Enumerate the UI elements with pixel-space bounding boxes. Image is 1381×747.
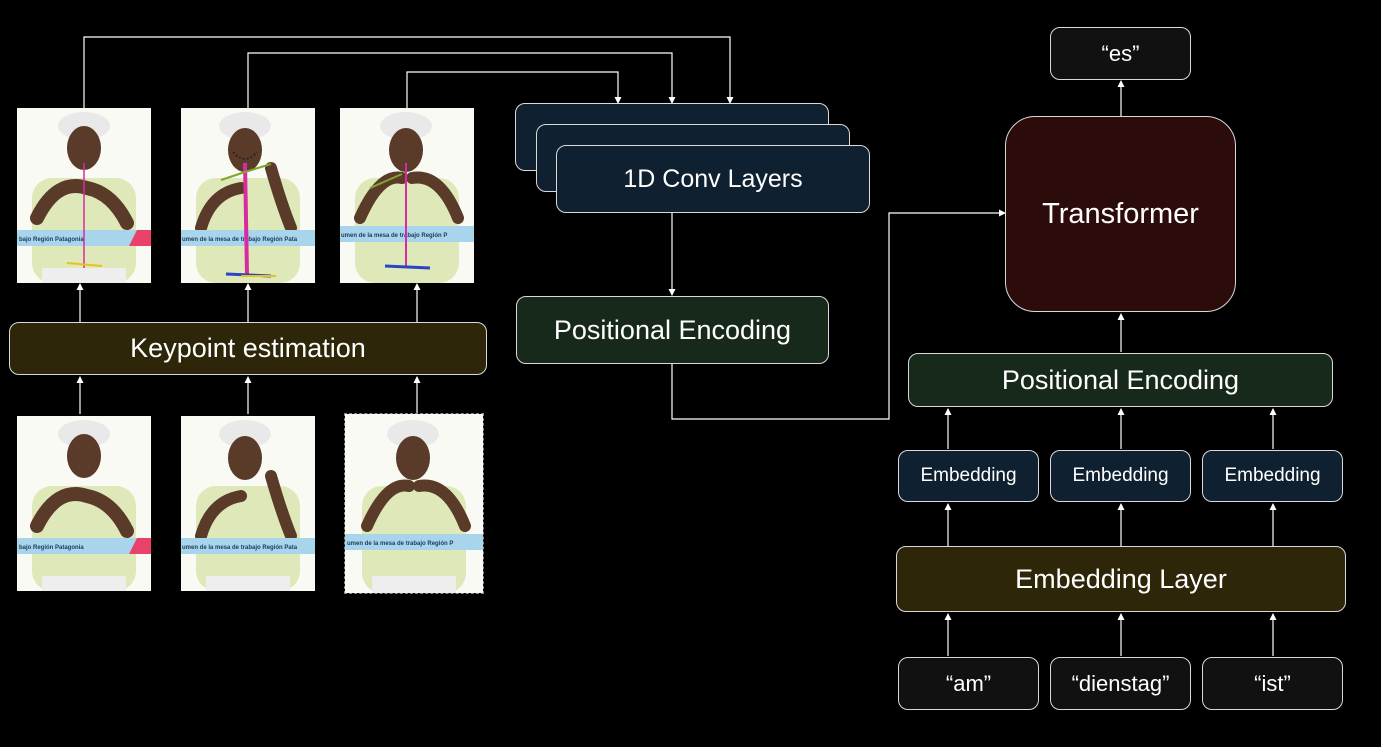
keypoint-estimation-box: Keypoint estimation [9, 322, 487, 375]
input-token-label-3: “ist” [1254, 670, 1291, 696]
embedding-box-3: Embedding [1202, 450, 1343, 502]
arrow-frame3-to-conv [406, 71, 622, 108]
embedding-box-1: Embedding [898, 450, 1039, 502]
embedding-box-2: Embedding [1050, 450, 1191, 502]
keypoint-estimation-label: Keypoint estimation [130, 333, 366, 363]
video-frame-1: bajo Región Patagonia [17, 416, 151, 591]
input-token-box-3: “ist” [1202, 657, 1343, 710]
video-frame-3: umen de la mesa de trabajo Región P [344, 413, 484, 594]
frame-2-banner: umen de la mesa de trabajo Región Pata [182, 237, 298, 243]
pose-frame-3: umen de la mesa de trabajo Región P [340, 108, 474, 283]
input-token-label-2: “dienstag” [1071, 670, 1170, 696]
embedding-layer-label: Embedding Layer [1015, 563, 1227, 594]
right-positional-encoding-label: Positional Encoding [1001, 364, 1240, 395]
raw-frame-3-banner: umen de la mesa de trabajo Región P [347, 541, 453, 547]
conv-layers-label: 1D Conv Layers [623, 164, 803, 193]
raw-frame-1-banner: bajo Región Patagonia [19, 545, 84, 551]
input-token-box-2: “dienstag” [1050, 657, 1191, 710]
arrow-frame2-to-conv [247, 52, 676, 108]
arrow-posenc-to-transformer [671, 209, 1006, 420]
arrow-frame1-to-conv [83, 36, 734, 108]
input-token-label-1: “am” [945, 670, 992, 696]
left-positional-encoding-box: Positional Encoding [516, 296, 829, 364]
embedding-layer-box: Embedding Layer [896, 546, 1346, 612]
frame-1-banner: bajo Región Patagonia [19, 237, 84, 243]
embedding-label-2: Embedding [1072, 465, 1169, 486]
transformer-label: Transformer [1042, 197, 1199, 230]
frame-3-banner: umen de la mesa de trabajo Región P [341, 233, 447, 239]
output-token-box: “es” [1050, 27, 1191, 80]
left-positional-encoding-label: Positional Encoding [553, 314, 792, 345]
output-token-label: “es” [1101, 40, 1140, 66]
pose-frame-1: bajo Región Patagonia [17, 108, 151, 283]
video-frame-2: umen de la mesa de trabajo Región Pata [181, 416, 315, 591]
conv-layers-box: 1D Conv Layers [556, 145, 870, 213]
input-token-box-1: “am” [898, 657, 1039, 710]
transformer-box: Transformer [1005, 116, 1236, 312]
pose-frame-2: umen de la mesa de trabajo Región Pata [181, 108, 315, 283]
raw-frame-2-banner: umen de la mesa de trabajo Región Pata [182, 545, 298, 551]
embedding-label-1: Embedding [920, 465, 1017, 486]
right-positional-encoding-box: Positional Encoding [908, 353, 1333, 407]
embedding-label-3: Embedding [1224, 465, 1321, 486]
